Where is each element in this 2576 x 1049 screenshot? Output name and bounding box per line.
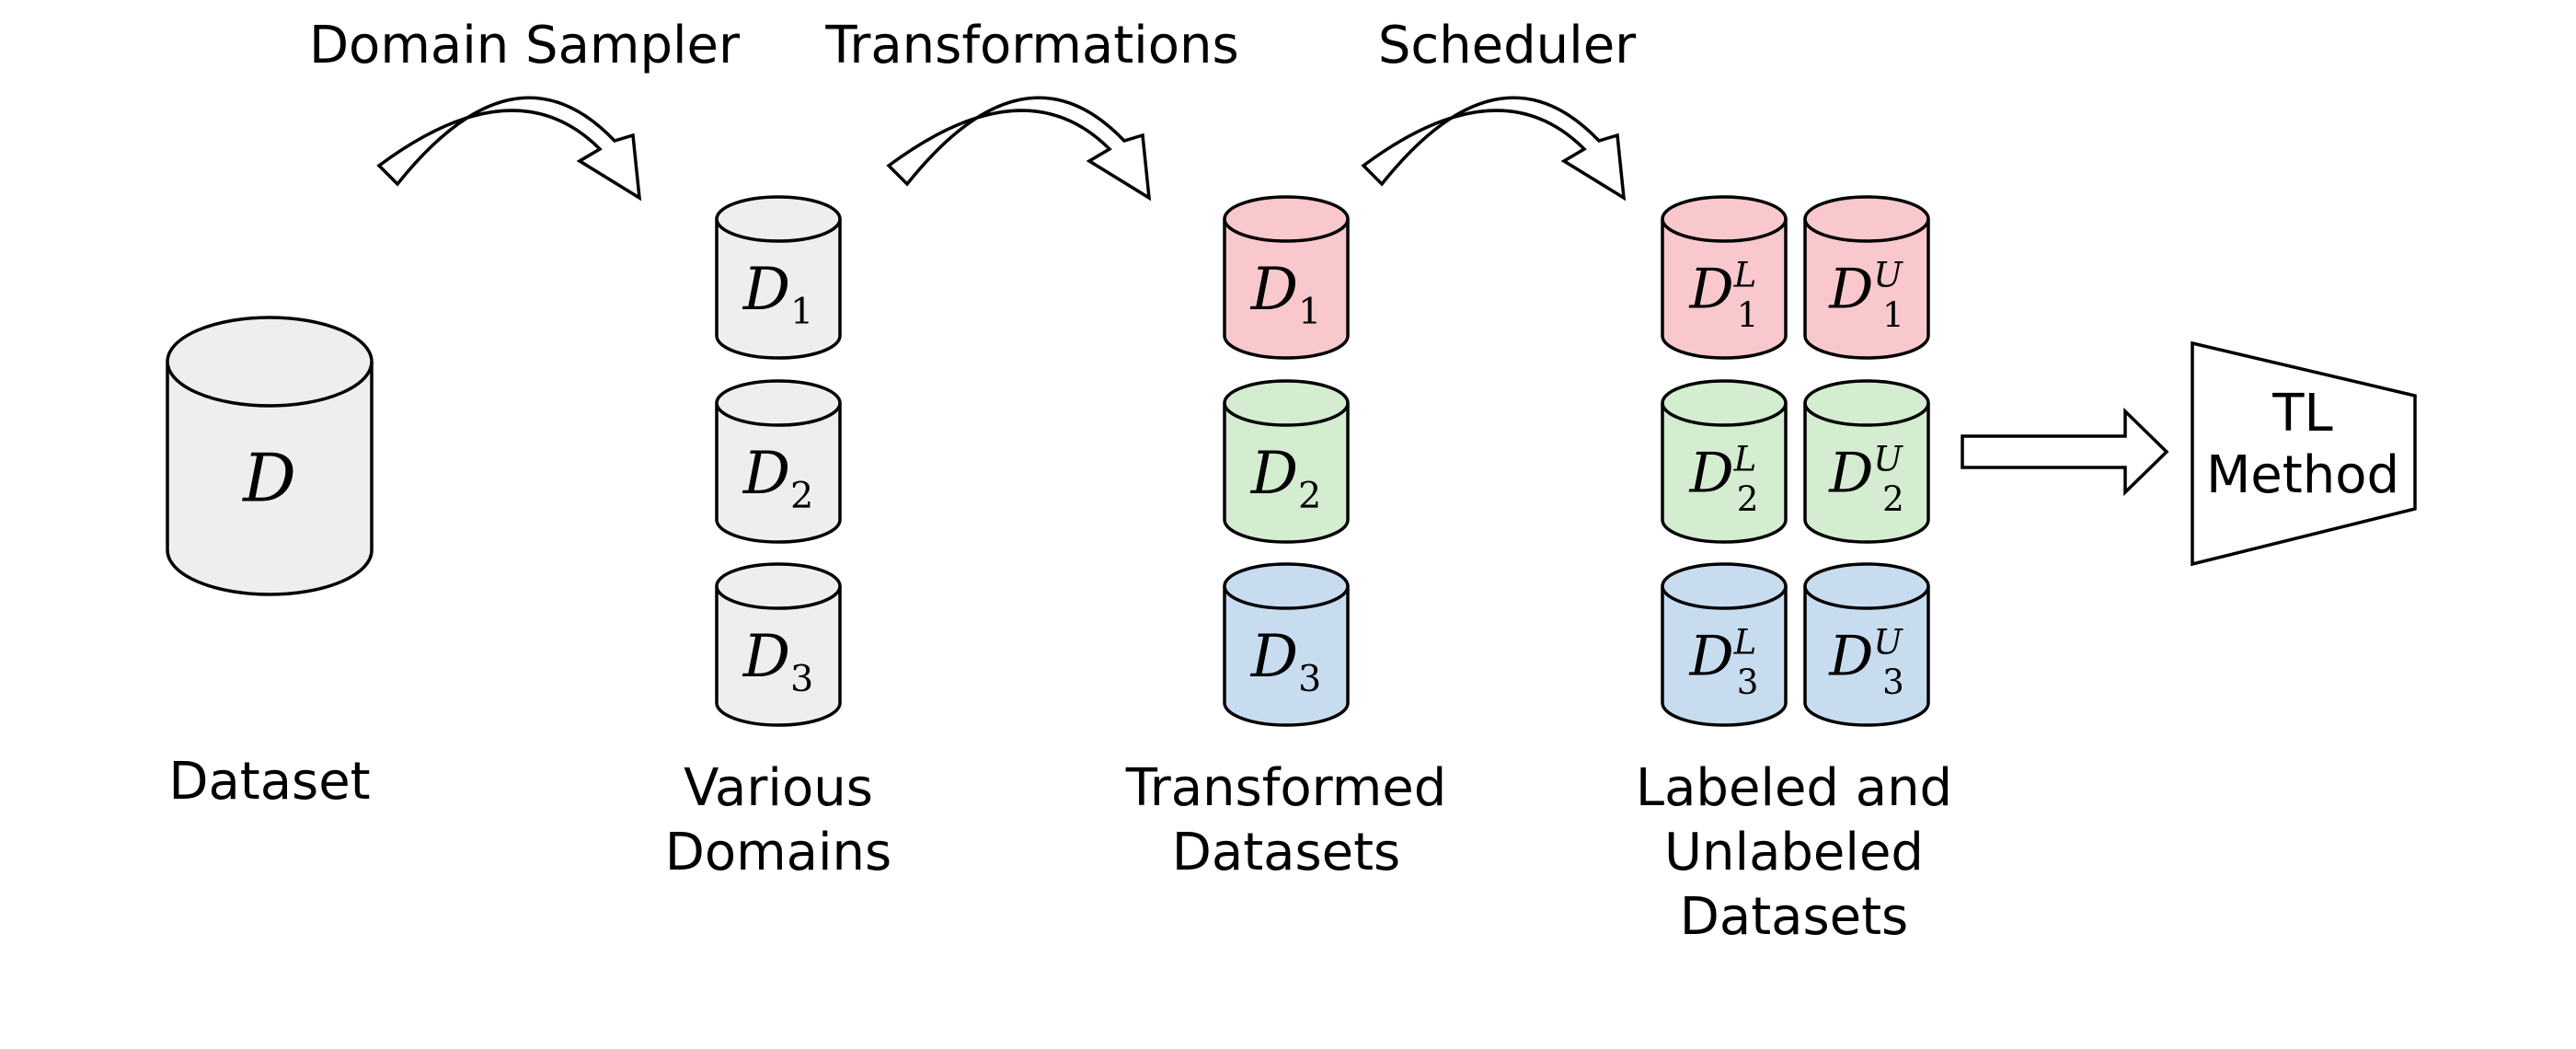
transformed-caption-line-1: Transformed: [1125, 758, 1447, 818]
dataset-cylinder-label: D: [241, 440, 296, 517]
transformed-cylinder-2: D2: [1223, 379, 1350, 544]
domain-cylinder-2: D2: [715, 379, 842, 544]
scheduler-label: Scheduler: [1378, 16, 1637, 75]
transformed-cylinder-1-label: D1: [1250, 256, 1322, 333]
tl-method-label-line-2: Method: [2206, 445, 2399, 505]
curved-arrow-icon-sampler: [376, 96, 642, 202]
transformed-cylinder-2-label: D2: [1250, 440, 1322, 517]
split-caption-line-3: Datasets: [1680, 887, 1908, 947]
curved-arrow-icon-scheduler: [1361, 96, 1627, 202]
right-arrow-icon: [1961, 407, 2169, 497]
domains-caption-line-2: Domains: [665, 823, 891, 882]
domain-cylinder-3: D3: [715, 562, 842, 727]
transformed-caption-line-2: Datasets: [1172, 823, 1400, 882]
domains-caption-line-1: Various: [684, 758, 873, 818]
curved-arrow-icon-transform: [886, 96, 1152, 202]
domain-cylinder-3-label: D3: [742, 623, 814, 700]
transformed-cylinder-3: D3: [1223, 562, 1350, 727]
domain-cylinder-2-label: D2: [742, 440, 814, 517]
domain-cylinder-1: D1: [715, 195, 842, 360]
transformed-cylinder-1: D1: [1223, 195, 1350, 360]
split-caption-line-1: Labeled and: [1636, 758, 1952, 818]
split-caption-line-2: Unlabeled: [1664, 823, 1924, 882]
domain-sampler-label: Domain Sampler: [309, 16, 741, 75]
transformations-label: Transformations: [824, 16, 1238, 75]
dataset-cylinder: D: [166, 316, 374, 596]
tl-method-label-line-1: TL: [2271, 384, 2332, 444]
transformed-cylinder-3-label: D3: [1250, 623, 1322, 700]
dataset-caption: Dataset: [168, 752, 370, 812]
domain-cylinder-1-label: D1: [742, 256, 814, 333]
tl-method-box: [2191, 340, 2417, 567]
